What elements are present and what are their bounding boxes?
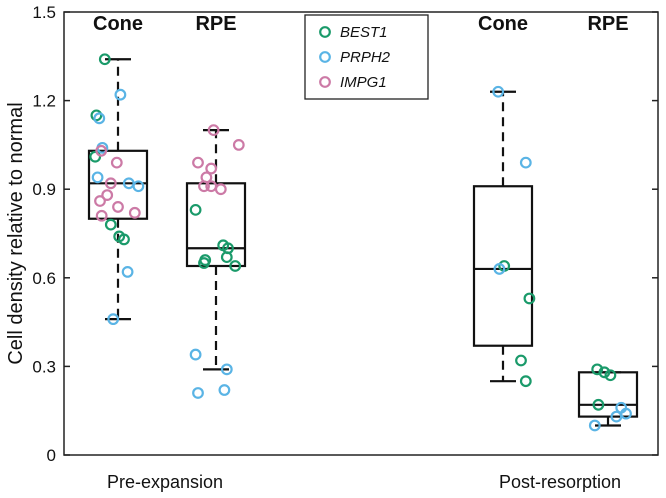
point-impg1 xyxy=(207,124,220,137)
box-iqr xyxy=(87,149,149,220)
box-title-cone: Cone xyxy=(93,13,143,35)
point-impg1 xyxy=(192,156,204,169)
legend-box xyxy=(304,14,429,100)
y-tick-label: 1.2 xyxy=(32,92,56,111)
point-best1 xyxy=(592,398,605,411)
legend-marker-prph2 xyxy=(319,51,331,63)
group-labels: Pre-expansion Post-resorption xyxy=(107,472,621,492)
box-title-rpe: RPE xyxy=(587,13,628,35)
point-impg1 xyxy=(112,201,124,213)
box-iqr xyxy=(577,371,639,418)
point-impg1 xyxy=(95,209,108,222)
point-prph2 xyxy=(588,419,601,432)
point-impg1 xyxy=(104,177,117,190)
legend-label-impg1: IMPG1 xyxy=(340,74,387,91)
data-points xyxy=(89,53,632,432)
point-impg1 xyxy=(128,206,141,219)
point-best1 xyxy=(515,354,527,367)
point-prph2 xyxy=(610,410,623,423)
point-impg1 xyxy=(205,162,218,175)
legend-marker-best1 xyxy=(319,26,331,38)
point-prph2 xyxy=(114,88,127,101)
point-best1 xyxy=(89,150,102,163)
point-best1 xyxy=(118,233,130,246)
point-prph2 xyxy=(121,265,134,278)
point-impg1 xyxy=(110,156,123,169)
point-impg1 xyxy=(101,189,114,202)
point-best1 xyxy=(523,292,536,305)
box-titles: Cone RPE Cone RPE xyxy=(93,13,629,35)
legend-label-prph2: PRPH2 xyxy=(340,49,391,66)
point-prph2 xyxy=(492,85,505,98)
point-prph2 xyxy=(91,171,104,184)
point-best1 xyxy=(604,369,617,382)
point-prph2 xyxy=(132,180,145,193)
box-title-rpe: RPE xyxy=(195,13,236,35)
box-title-cone: Cone xyxy=(478,13,528,35)
point-best1 xyxy=(98,53,111,66)
box-cone-pre-expansion xyxy=(87,58,149,321)
y-tick-label: 0.6 xyxy=(32,269,56,288)
y-axis-label: Cell density relative to normal xyxy=(5,102,27,364)
point-prph2 xyxy=(192,387,204,399)
point-best1 xyxy=(591,363,604,376)
y-tick-label: 0.3 xyxy=(32,357,56,376)
point-prph2 xyxy=(519,156,532,169)
legend-label-best1: BEST1 xyxy=(340,24,388,41)
point-prph2 xyxy=(93,112,106,125)
point-best1 xyxy=(90,109,103,122)
point-impg1 xyxy=(95,144,108,157)
point-best1 xyxy=(598,366,611,379)
point-impg1 xyxy=(198,180,210,193)
point-prph2 xyxy=(493,263,506,275)
point-prph2 xyxy=(107,313,120,326)
y-tick-label: 1.5 xyxy=(32,3,56,22)
point-best1 xyxy=(220,251,233,264)
point-best1 xyxy=(189,203,202,216)
point-impg1 xyxy=(94,195,106,207)
point-impg1 xyxy=(214,183,227,196)
group-label-0: Pre-expansion xyxy=(107,472,223,492)
point-prph2 xyxy=(218,384,231,396)
point-best1 xyxy=(104,218,117,231)
point-prph2 xyxy=(220,363,233,376)
y-axis: 0 0.3 0.6 0.9 1.2 1.5 xyxy=(32,3,658,465)
point-impg1 xyxy=(232,138,245,151)
box-iqr xyxy=(472,185,534,347)
point-best1 xyxy=(519,375,532,388)
point-best1 xyxy=(229,260,242,272)
group-label-1: Post-resorption xyxy=(499,472,621,492)
y-tick-label: 0.9 xyxy=(32,180,56,199)
point-prph2 xyxy=(189,348,202,361)
legend-marker-impg1 xyxy=(319,76,331,88)
point-best1 xyxy=(198,257,210,269)
y-tick-label: 0 xyxy=(47,446,56,465)
